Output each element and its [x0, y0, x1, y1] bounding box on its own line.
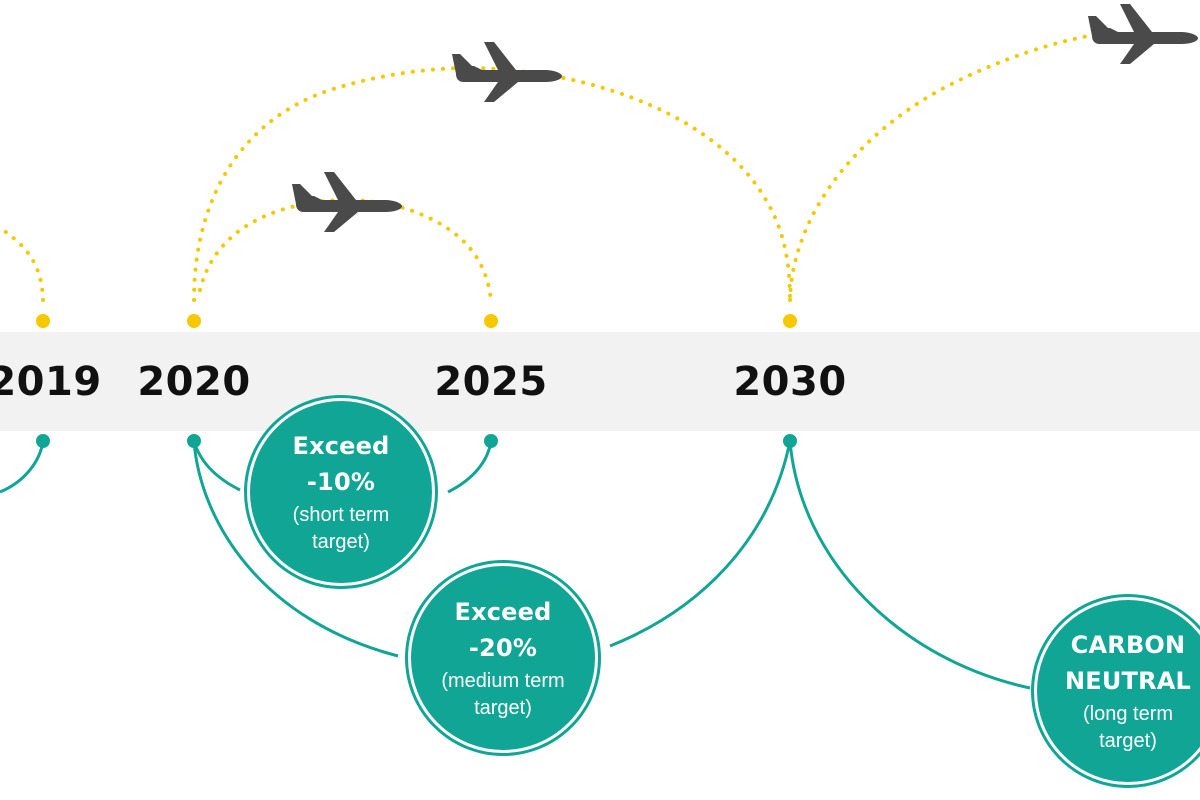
dot-2020-upper — [187, 314, 201, 328]
dot-2020-lower — [187, 434, 201, 448]
arc-2019 — [0, 440, 45, 494]
milestone-long-term: CARBON NEUTRAL (long term target) — [1034, 597, 1200, 785]
milestone-note: (medium term target) — [413, 668, 593, 722]
arc-2030-medium — [609, 440, 792, 648]
airplane-icon — [452, 42, 562, 102]
milestone-note-line2: target) — [312, 531, 370, 553]
flight-path-2020-2030 — [192, 65, 792, 302]
milestone-note-line2: target) — [1099, 730, 1157, 752]
milestone-title: Exceed — [292, 432, 390, 460]
milestone-note: (short term target) — [251, 502, 431, 556]
milestone-value: -10% — [306, 468, 376, 496]
milestone-medium-term: Exceed -20% (medium term target) — [408, 563, 598, 753]
arc-2030-long — [788, 440, 1031, 690]
year-2030-label: 2030 — [733, 359, 847, 405]
dot-2025-lower — [484, 434, 498, 448]
milestone-note-line2: target) — [474, 697, 532, 719]
arc-2020-medium — [192, 440, 399, 658]
arc-2025-short — [447, 440, 493, 494]
dot-2019-lower — [36, 434, 50, 448]
upper-dots — [36, 314, 797, 328]
milestone-title: Exceed — [454, 598, 552, 626]
dot-2030-lower — [783, 434, 797, 448]
milestone-value: NEUTRAL — [1064, 667, 1192, 695]
timeline-band — [0, 332, 1200, 431]
dot-2019-upper — [36, 314, 50, 328]
milestone-title: CARBON — [1070, 631, 1186, 659]
milestone-note-line1: (short term — [292, 504, 390, 526]
milestone-value: -20% — [468, 634, 538, 662]
dot-2030-upper — [783, 314, 797, 328]
milestone-note-line1: (long term — [1082, 703, 1174, 725]
milestone-short-term: Exceed -10% (short term target) — [247, 398, 435, 586]
lower-dots — [36, 434, 797, 448]
milestone-note-line1: (medium term — [441, 670, 565, 692]
flight-path-2030-onward — [788, 32, 1102, 302]
airplane-icon — [1088, 4, 1198, 64]
year-2020-label: 2020 — [137, 359, 251, 405]
flight-path-2019 — [0, 226, 45, 302]
milestone-note: (long term target) — [1038, 701, 1200, 755]
airplane-icon — [292, 172, 402, 232]
year-2019-label: 2019 — [0, 359, 102, 405]
year-2025-label: 2025 — [434, 359, 548, 405]
dot-2025-upper — [484, 314, 498, 328]
